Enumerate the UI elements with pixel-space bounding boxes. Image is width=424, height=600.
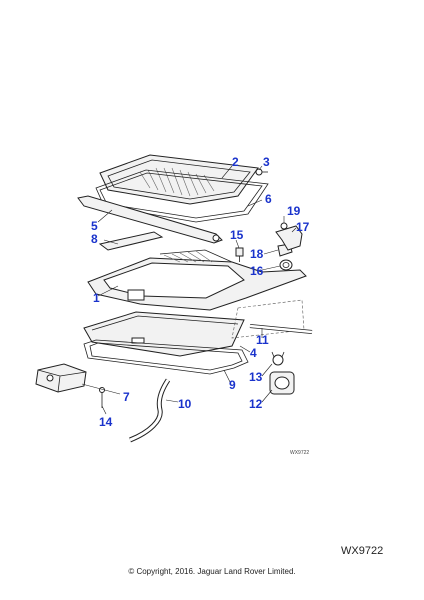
callout-15: 15 [230, 228, 244, 242]
callout-11: 11 [256, 333, 269, 347]
bush-16 [279, 259, 293, 271]
sunroof-motor [35, 363, 87, 393]
sunroof-frame [87, 249, 307, 311]
leader-lines [81, 165, 297, 415]
callout-6: 6 [265, 192, 272, 206]
callout-12: 12 [249, 397, 263, 411]
callout-14: 14 [99, 415, 113, 429]
sunshade [83, 311, 245, 357]
bracket-17 [275, 222, 303, 251]
callout-numbers: 1 2 3 4 5 6 7 8 9 10 11 12 13 14 15 16 1… [91, 155, 310, 429]
callout-10: 10 [178, 397, 192, 411]
motor-bolt [99, 387, 105, 408]
callout-8: 8 [91, 232, 98, 246]
drain-seal-inner [89, 342, 243, 371]
hose-clip [271, 351, 285, 366]
reference-code: WX9722 [341, 545, 384, 557]
callout-5: 5 [91, 219, 98, 233]
callout-16: 16 [250, 264, 264, 278]
callout-9: 9 [229, 378, 236, 392]
callout-7: 7 [123, 390, 130, 404]
callout-18: 18 [250, 247, 264, 261]
bolt-15 [235, 247, 244, 262]
drain-tube [231, 299, 313, 339]
callout-3: 3 [263, 155, 270, 169]
callout-19: 19 [287, 204, 301, 218]
grommet [269, 371, 295, 395]
callout-13: 13 [249, 370, 263, 384]
callout-2: 2 [232, 155, 239, 169]
side-rail [77, 195, 223, 244]
diagram-ref-code: WX9722 [290, 450, 309, 456]
callout-1: 1 [93, 291, 100, 305]
copyright-notice: © Copyright, 2016. Jaguar Land Rover Lim… [128, 567, 296, 576]
screw [255, 168, 268, 176]
callout-17: 17 [296, 220, 310, 234]
callout-4: 4 [250, 346, 257, 360]
drain-seal [83, 339, 249, 375]
deflector-strip [98, 231, 164, 251]
glass-panel [99, 154, 259, 205]
